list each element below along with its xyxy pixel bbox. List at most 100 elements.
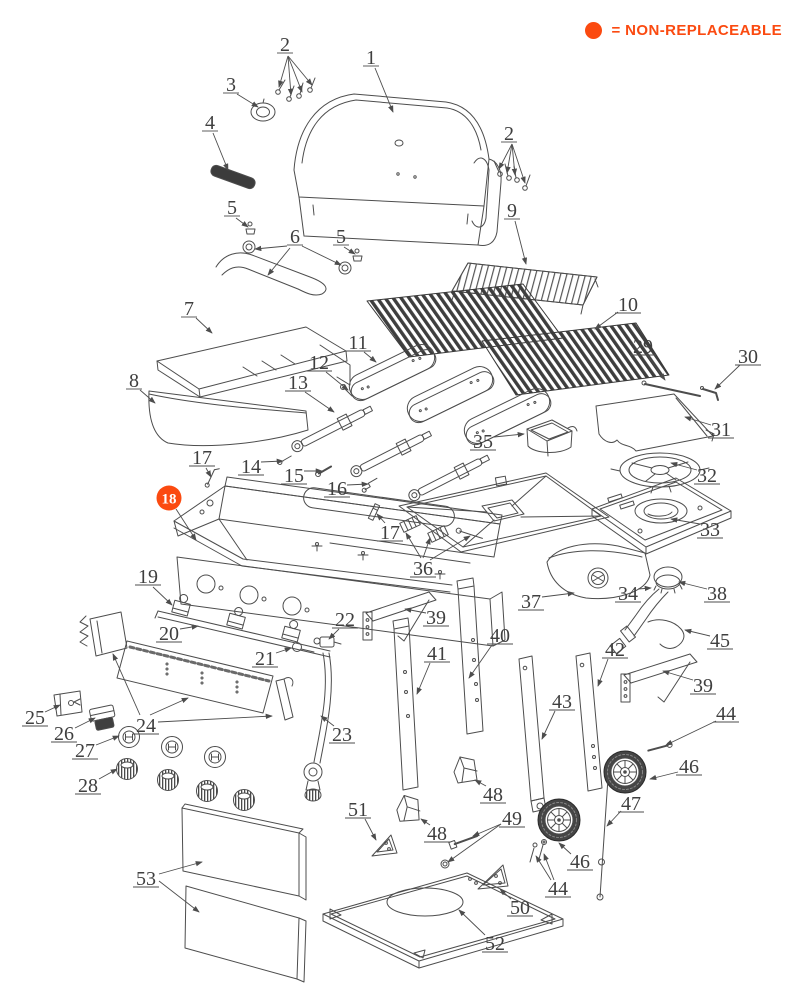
leader-line	[157, 713, 273, 723]
leader-line	[74, 717, 96, 729]
leader-line	[447, 823, 502, 863]
leader-line	[364, 818, 377, 841]
leader-line	[149, 697, 189, 716]
part-label: 52	[485, 933, 505, 955]
leader-line	[179, 624, 199, 630]
leader-line	[511, 143, 526, 184]
part-valve-22	[313, 636, 342, 648]
part-label: 1	[366, 47, 376, 69]
leader-line	[543, 853, 555, 881]
leader-line	[112, 653, 141, 716]
part-label: 24	[136, 715, 156, 737]
part-temp-gauge	[250, 98, 276, 122]
part-label: 7	[184, 298, 194, 320]
part-label: 40	[490, 625, 510, 647]
part-label: 44	[548, 878, 568, 900]
part-crossover-rods	[641, 380, 719, 401]
leader-line	[468, 644, 493, 679]
leader-line	[304, 391, 335, 413]
part-label: 27	[75, 740, 95, 762]
leader-line	[420, 818, 431, 826]
part-label: 48	[427, 823, 447, 845]
leader-line	[637, 585, 652, 592]
non-replaceable-dot	[585, 22, 603, 39]
leader-line	[374, 67, 394, 113]
part-bolts-49	[440, 834, 479, 869]
part-label: 5	[227, 197, 237, 219]
part-label: 17	[192, 447, 212, 469]
part-firebox	[173, 476, 506, 647]
part-control-panel	[79, 611, 294, 721]
leader-line	[458, 909, 486, 936]
part-label: 19	[138, 566, 158, 588]
leader-line	[670, 517, 701, 525]
part-label: 32	[697, 465, 717, 487]
part-label: 43	[552, 691, 572, 713]
highlighted-part-badge	[156, 485, 182, 511]
part-label: 39	[426, 607, 446, 629]
leader-line	[287, 55, 313, 86]
part-label: 5	[336, 226, 346, 248]
part-label: 20	[159, 623, 179, 645]
leader-line	[422, 537, 431, 559]
leader-line	[498, 143, 513, 170]
part-label: 14	[241, 456, 261, 478]
part-label: 13	[288, 372, 308, 394]
leader-line	[684, 628, 711, 637]
part-label: 29	[633, 336, 653, 358]
leader-line	[514, 220, 528, 265]
part-label: 9	[507, 200, 517, 222]
leader-line	[511, 143, 518, 176]
leader-line	[152, 586, 173, 606]
part-label: 17	[380, 522, 400, 544]
part-knobs	[116, 758, 255, 811]
part-legs	[392, 577, 603, 813]
part-label: 31	[711, 419, 731, 441]
legend-label: = NON-REPLACEABLE	[611, 22, 782, 39]
part-hose-regulator	[303, 652, 332, 802]
part-label: 2	[280, 34, 290, 56]
leader-line	[493, 431, 525, 438]
part-lid-screws	[275, 77, 531, 191]
part-label: 35	[473, 431, 493, 453]
part-lid	[293, 93, 502, 246]
part-handle-bracket	[210, 164, 256, 190]
part-label: 45	[710, 630, 730, 652]
leader-line	[606, 810, 622, 827]
part-label: 25	[25, 707, 45, 729]
leader-line	[175, 508, 197, 541]
part-sideburner-lid	[595, 393, 715, 452]
part-label: 36	[413, 558, 433, 580]
part-label: 46	[570, 851, 590, 873]
leader-line	[535, 855, 552, 881]
part-label: 28	[78, 775, 98, 797]
part-label: 41	[427, 643, 447, 665]
part-bracket-51	[371, 834, 398, 857]
part-heat-shield-clips	[399, 515, 483, 543]
leader-line	[212, 132, 229, 171]
part-label: 39	[693, 675, 713, 697]
part-grease-tray	[526, 419, 578, 457]
part-label: 12	[309, 352, 329, 374]
leader-line	[597, 658, 609, 687]
leader-line	[670, 462, 698, 471]
leader-line	[260, 458, 284, 464]
legend: = NON-REPLACEABLE	[585, 22, 782, 39]
part-bracket-50	[477, 864, 509, 890]
leader-line	[44, 704, 61, 713]
part-label: 34	[618, 583, 638, 605]
part-label: 42	[605, 639, 625, 661]
leader-line	[267, 247, 291, 276]
part-valves-19	[171, 593, 301, 643]
part-side-panels-53	[181, 803, 307, 983]
part-sideburner-head-and-tube	[609, 566, 683, 655]
part-label: 11	[348, 332, 367, 354]
part-label: 10	[618, 294, 638, 316]
leader-line	[649, 771, 679, 781]
part-label: 46	[679, 756, 699, 778]
leader-line	[275, 647, 292, 654]
leader-line	[678, 580, 708, 590]
part-fitting-21	[292, 642, 315, 653]
leader-line	[205, 467, 212, 478]
